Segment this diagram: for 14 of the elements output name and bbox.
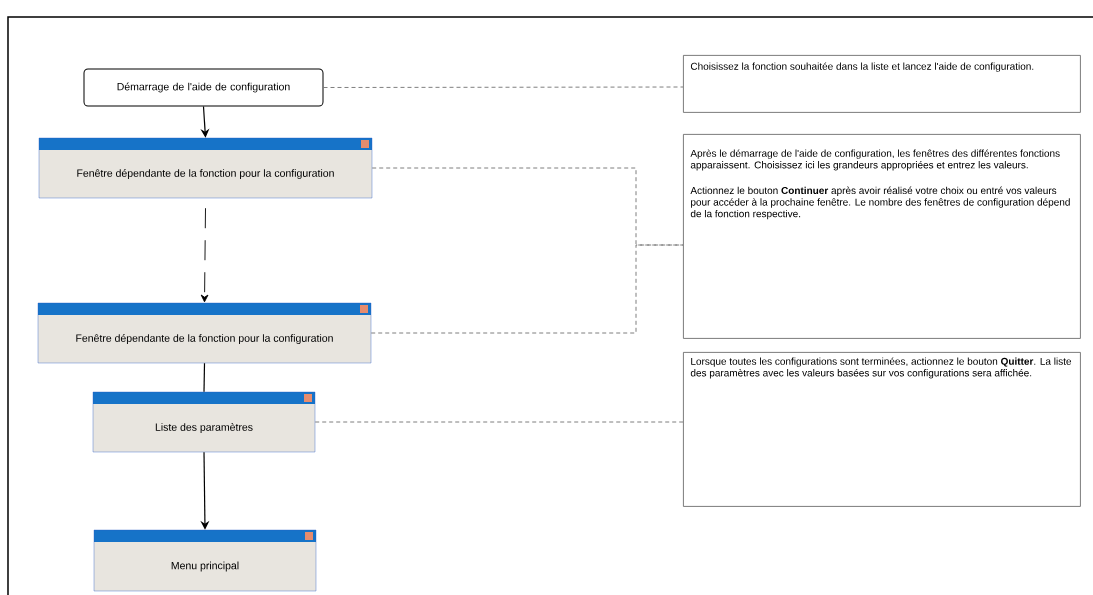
window-box: Menu principal bbox=[93, 529, 317, 592]
arrow bbox=[200, 207, 209, 303]
leader-line bbox=[314, 421, 684, 423]
connector-line bbox=[203, 362, 206, 393]
window-box: Fenêtre dépendante de la fonction pour la configuration bbox=[38, 137, 373, 199]
leader-line bbox=[370, 244, 684, 334]
leader-line bbox=[323, 86, 684, 88]
start-box: Démarrage de l'aide de configuration bbox=[83, 68, 324, 107]
window-box: Liste des paramètres bbox=[92, 391, 316, 453]
window-box: Fenêtre dépendante de la fonction pour la configuration bbox=[37, 302, 372, 364]
note-box: Après le démarrage de l'aide de configuration, les fenêtres des différentes fonctions apparaissent. Choisissez ici les grandeurs appropriées et entrez les valeurs. Actionnez le bouton Continuer après avoir réalisé votre choix ou entré vos valeurs pour accéder à la prochaine fenêtre. Le nombre des fenêtres de configuration dépend de la fonction respective. bbox=[683, 134, 1081, 339]
note-box: Lorsque toutes les configurations sont terminées, actionnez le bouton Quitter. La liste des paramètres avec les valeurs basées sur vos configurations sera affichée. bbox=[683, 352, 1081, 507]
note-box: Choisissez la fonction souhaitée dans la liste et lancez l'aide de configuration. bbox=[683, 55, 1081, 113]
leader-line bbox=[371, 167, 684, 246]
